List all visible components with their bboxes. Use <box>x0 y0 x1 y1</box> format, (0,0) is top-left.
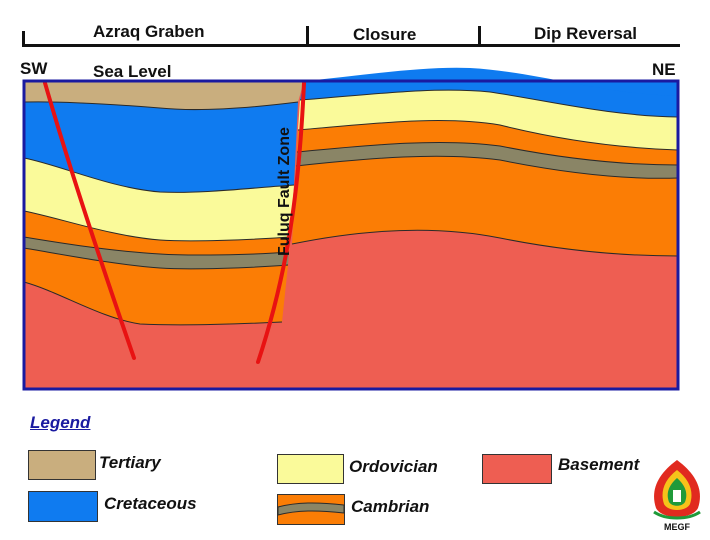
direction-label-sw: SW <box>20 59 48 78</box>
region-label-dip-reversal: Dip Reversal <box>534 24 637 43</box>
layer-tertiary-graben <box>24 81 304 110</box>
layer-ordovician-east <box>298 90 678 150</box>
legend-label-cambrian: Cambrian <box>351 497 430 516</box>
layer-cretaceous-east <box>304 78 678 97</box>
datum-label-sea-level: Sea Level <box>93 62 172 81</box>
section-frame <box>22 79 680 391</box>
legend-swatch-ordovician <box>277 454 344 484</box>
fault-line-fuluq <box>256 81 306 364</box>
legend-swatch-cambrian <box>277 494 345 525</box>
layer-cambrian-band-east <box>296 142 678 179</box>
layer-cambrian-lower-graben <box>24 248 288 325</box>
megf-logo: MEGF <box>653 460 701 532</box>
layer-cambrian-upper-graben <box>24 211 290 256</box>
legend-label-basement: Basement <box>558 455 640 474</box>
layer-ordovician-graben <box>24 158 294 241</box>
legend-swatch-tertiary <box>28 450 96 480</box>
header-tick-closure-reversal <box>478 26 481 47</box>
legend-label-cretaceous: Cretaceous <box>104 494 197 513</box>
layer-cambrian-band-graben <box>24 237 289 269</box>
fault-line-west <box>43 81 136 360</box>
region-label-closure: Closure <box>353 25 417 44</box>
logo-text: MEGF <box>664 522 691 532</box>
legend-label-ordovician: Ordovician <box>349 457 438 476</box>
header-tick-graben-closure <box>306 26 309 47</box>
legend-title: Legend <box>30 413 91 432</box>
layer-cambrian-upper-east <box>297 120 678 165</box>
legend-swatch-cretaceous <box>28 491 98 522</box>
layer-cretaceous-graben <box>24 101 298 193</box>
header-tick-left <box>22 31 25 47</box>
legend-swatch-basement <box>482 454 552 484</box>
fault-label-fuluq: Fuluq Fault Zone <box>276 127 293 256</box>
header-baseline <box>22 44 680 47</box>
direction-label-ne: NE <box>652 60 676 79</box>
region-label-azraq-graben: Azraq Graben <box>93 22 205 41</box>
legend-label-tertiary: Tertiary <box>99 453 161 472</box>
